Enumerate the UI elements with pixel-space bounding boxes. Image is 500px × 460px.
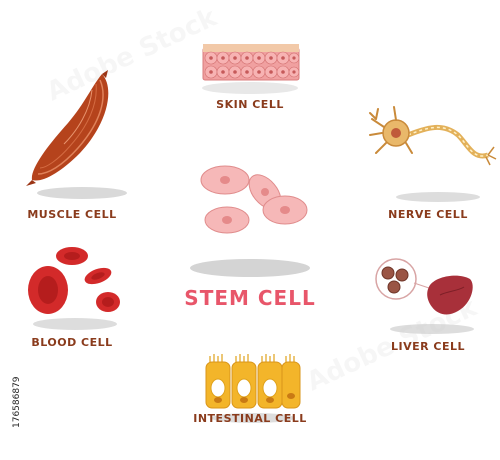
nerve-cell-label: NERVE CELL bbox=[388, 208, 468, 221]
stem-cell-illustration bbox=[190, 165, 310, 277]
stem-cell-title: STEM CELL bbox=[184, 286, 316, 310]
liver-cell-illustration bbox=[375, 258, 474, 334]
muscle-cell-label: MUSCLE CELL bbox=[27, 208, 117, 221]
intestinal-cell-label: INTESTINAL CELL bbox=[193, 412, 307, 425]
nerve-cell-illustration bbox=[369, 106, 497, 202]
skin-cell-illustration bbox=[202, 44, 300, 94]
image-id-text: 176586879 bbox=[12, 376, 22, 428]
liver-cell-label: LIVER CELL bbox=[390, 340, 466, 353]
blood-cell-illustration bbox=[28, 247, 120, 330]
intestinal-cell-illustration bbox=[205, 354, 301, 423]
blood-cell-label: BLOOD CELL bbox=[31, 336, 113, 349]
skin-cell-label: SKIN CELL bbox=[216, 98, 284, 111]
muscle-cell-illustration bbox=[26, 70, 127, 199]
